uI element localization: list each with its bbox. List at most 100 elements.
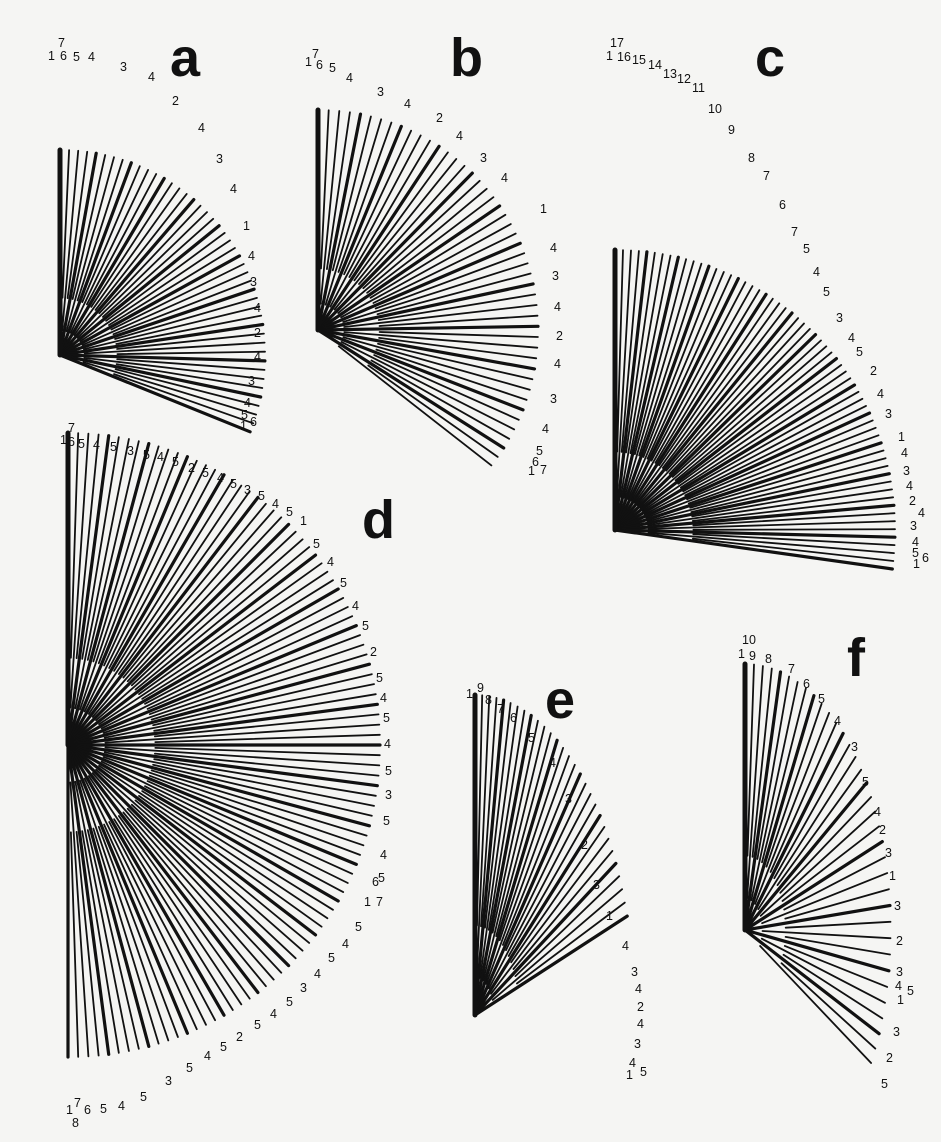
panel-e-number: 4 [635,982,642,996]
panel-d-number: 4 [384,737,391,751]
septum-line [93,510,274,717]
panel-c-number: 7 [763,169,770,183]
panel-c-number: 13 [663,67,677,81]
septum-line [155,735,379,742]
panel-d-number: 5 [286,995,293,1009]
panel-d-number: 5 [328,951,335,965]
panel-a-number: 7 [58,36,65,50]
panel-f-number: 5 [881,1077,888,1091]
panel-d-number: 1 [60,433,67,447]
septum-line [155,748,379,755]
panel-d-number: 5 [186,1061,193,1075]
panel-d-number: 7 [68,421,75,435]
septum-line [748,665,755,856]
panel-a-number: 6 [60,49,67,63]
panel-d-number: 4 [352,599,359,613]
panel-d-number: 5 [230,477,237,491]
panel-f-number: 1 [889,869,896,883]
panel-d: d 7 1 6 5 4 5 3 5 4 5 2 5 4 5 3 5 4 5 1 … [60,421,395,1130]
panel-b-number: 1 [528,464,535,478]
panel-d-number: 5 [143,448,150,462]
panel-f-number: 3 [885,846,892,860]
panel-a-number: 4 [88,50,95,64]
panel-c-number: 3 [885,407,892,421]
septum-line [63,150,70,298]
panel-b-number: 4 [456,129,463,143]
panel-e-number: 3 [565,792,572,806]
panel-c-number: 4 [813,265,820,279]
panel-b-number: 2 [556,329,563,343]
panel-d-number: 6 [84,1103,91,1117]
panel-c-number: 7 [791,225,798,239]
panel-d-number: 7 [74,1096,81,1110]
panel-e-number: 4 [622,939,629,953]
panel-e-number: 9 [477,681,484,695]
panel-c-number: 17 [610,36,624,50]
panel-b-number: 4 [554,357,561,371]
panel-c-number: 9 [728,123,735,137]
panel-c-number: 1 [913,557,920,571]
panel-e-number: 4 [549,756,556,770]
septum-line [762,688,806,862]
panel-a-number: 1 [48,49,55,63]
panel-e: e 1 9 8 7 6 5 4 3 2 3 1 4 3 4 2 4 3 4 1 … [466,670,647,1082]
panel-d-number: 5 [202,466,209,480]
panel-b-number: 4 [501,171,508,185]
panel-c-number: 14 [648,58,662,72]
septum-line [372,361,510,439]
panel-b: b 1 7 6 5 4 3 4 2 4 3 4 1 4 3 4 2 4 3 4 … [305,28,563,478]
panel-f-number: 5 [907,984,914,998]
panel-d-number: 5 [286,505,293,519]
panel-b-number: 4 [404,97,411,111]
panel-d-number: 1 [66,1103,73,1117]
panel-f-number: 8 [765,652,772,666]
panel-e-number: 4 [637,1017,644,1031]
panel-f-number: 2 [886,1051,893,1065]
panel-b-number: 1 [305,55,312,69]
panel-d-number: 5 [220,1040,227,1054]
panel-b-number: 1 [540,202,547,216]
panel-a-number: 4 [198,121,205,135]
panel-c-number: 15 [632,53,646,67]
panel-e-number: 1 [606,909,613,923]
panel-d-number: 5 [110,440,117,454]
septum-line [763,931,891,938]
panel-c-number: 3 [903,464,910,478]
panel-d-label: d [362,490,395,550]
panel-b-numbers: 1 7 6 5 4 3 4 2 4 3 4 1 4 3 4 2 4 3 4 5 … [305,47,563,478]
panel-d-number: 5 [78,437,85,451]
panel-f-number: 4 [874,805,881,819]
panel-d-number: 8 [72,1116,79,1130]
panel-f-number: 6 [803,677,810,691]
panel-d-number: 3 [385,788,392,802]
panel-c-number: 2 [870,364,877,378]
panel-c-number: 1 [606,49,613,63]
panel-d-number: 3 [300,981,307,995]
panel-d-number: 4 [380,848,387,862]
panel-d-number: 2 [188,461,195,475]
panel-e-number: 7 [497,702,504,716]
septum-line [617,250,623,452]
panel-d-number: 2 [370,645,377,659]
septum-line [96,539,303,720]
panel-d-number: 1 [300,514,307,528]
panel-d-number: 1 [364,895,371,909]
panel-e-number: 5 [528,731,535,745]
panel-d-number: 4 [217,471,224,485]
panel-d-number: 5 [383,711,390,725]
panel-c-number: 6 [779,198,786,212]
panel-a-number: 6 [250,415,257,429]
panel-f-number: 4 [895,979,902,993]
panel-c-label: c [755,28,785,88]
panel-b-number: 4 [554,300,561,314]
panel-b-number: 4 [346,71,353,85]
panel-d-number: 4 [118,1099,125,1113]
panel-c-number: 6 [922,551,929,565]
panel-d-number: 5 [172,455,179,469]
panel-e-number: 6 [510,711,517,725]
panel-e-number: 3 [634,1037,641,1051]
septum-line [71,433,78,658]
panel-d-number: 4 [342,937,349,951]
septum-line [762,939,885,1003]
panel-d-number: 5 [385,764,392,778]
